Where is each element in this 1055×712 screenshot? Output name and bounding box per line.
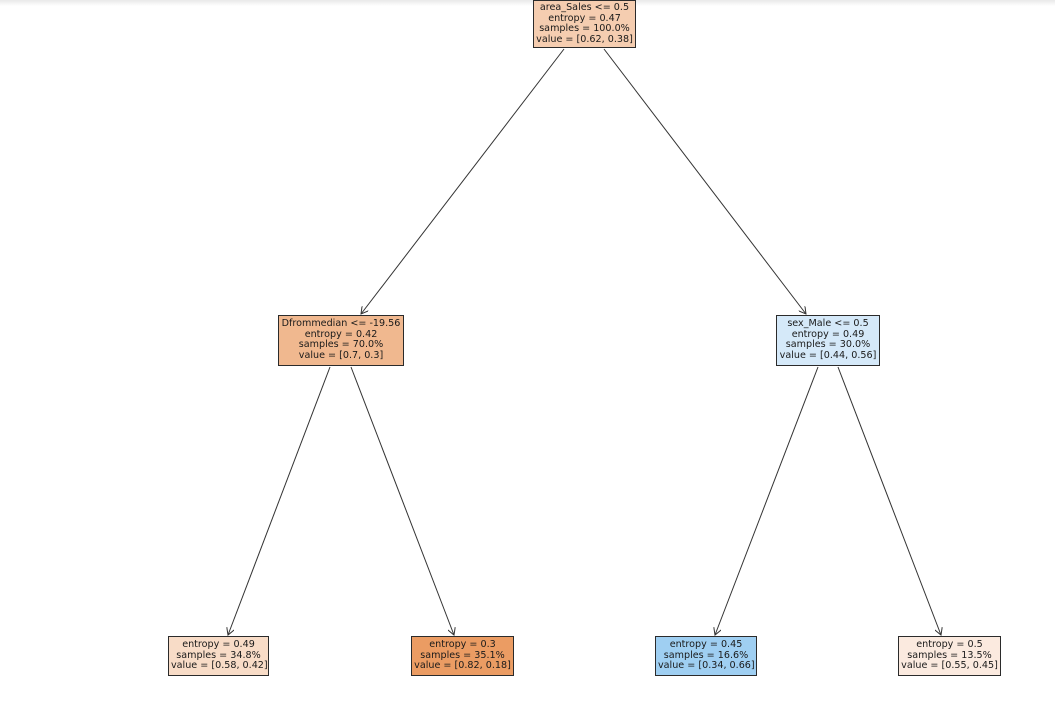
leaf-samples: samples = 35.1% bbox=[420, 649, 505, 661]
node-entropy: entropy = 0.49 bbox=[791, 328, 865, 340]
edge-root-left bbox=[361, 48, 565, 314]
leaf-entropy: entropy = 0.5 bbox=[916, 639, 983, 650]
tree-leaf-4: entropy = 0.5 samples = 13.5% value = [0… bbox=[898, 636, 1001, 676]
tree-leaf-1: entropy = 0.49 samples = 34.8% value = [… bbox=[168, 636, 269, 676]
edge-left-leaf2 bbox=[350, 366, 454, 635]
tree-leaf-2: entropy = 0.3 samples = 35.1% value = [0… bbox=[411, 636, 514, 676]
edge-left-leaf1 bbox=[228, 366, 331, 635]
leaf-value: value = [0.55, 0.45] bbox=[901, 660, 998, 672]
node-entropy: entropy = 0.47 bbox=[548, 12, 621, 24]
edge-right-leaf4 bbox=[837, 366, 941, 635]
node-value: value = [0.7, 0.3] bbox=[298, 349, 384, 361]
leaf-value: value = [0.82, 0.18] bbox=[414, 660, 511, 672]
top-shadow bbox=[0, 0, 1055, 6]
edge-root-right bbox=[603, 48, 806, 314]
node-split-label: Dfrommedian <= -19.56 bbox=[281, 318, 401, 329]
node-samples: samples = 30.0% bbox=[785, 339, 871, 351]
node-split-label: area_Sales <= 0.5 bbox=[539, 2, 630, 13]
node-value: value = [0.62, 0.38] bbox=[536, 33, 633, 45]
node-samples: samples = 100.0% bbox=[539, 23, 630, 35]
leaf-samples: samples = 13.5% bbox=[907, 649, 992, 661]
node-samples: samples = 70.0% bbox=[298, 339, 384, 351]
node-value: value = [0.44, 0.56] bbox=[779, 349, 877, 361]
leaf-entropy: entropy = 0.49 bbox=[182, 639, 255, 650]
node-entropy: entropy = 0.42 bbox=[304, 328, 378, 340]
tree-leaf-3: entropy = 0.45 samples = 16.6% value = [… bbox=[655, 636, 757, 676]
tree-node-right: sex_Male <= 0.5 entropy = 0.49 samples =… bbox=[776, 315, 880, 366]
leaf-value: value = [0.34, 0.66] bbox=[658, 660, 755, 672]
node-split-label: sex_Male <= 0.5 bbox=[787, 318, 869, 329]
leaf-samples: samples = 34.8% bbox=[176, 649, 261, 661]
leaf-samples: samples = 16.6% bbox=[663, 649, 749, 661]
leaf-entropy: entropy = 0.3 bbox=[429, 639, 496, 650]
edge-right-leaf3 bbox=[715, 366, 819, 635]
tree-node-root: area_Sales <= 0.5 entropy = 0.47 samples… bbox=[533, 0, 636, 48]
leaf-value: value = [0.58, 0.42] bbox=[171, 660, 268, 672]
tree-node-left: Dfrommedian <= -19.56 entropy = 0.42 sam… bbox=[278, 315, 404, 366]
leaf-entropy: entropy = 0.45 bbox=[669, 639, 743, 650]
